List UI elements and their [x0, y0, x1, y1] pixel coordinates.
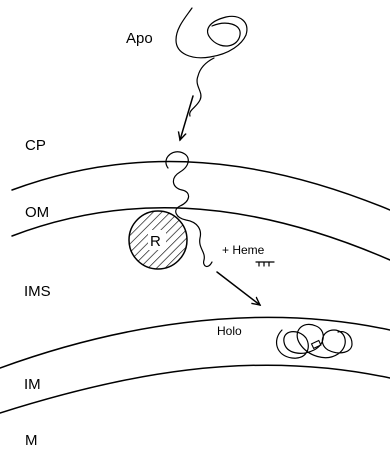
- label-holo: Holo: [217, 324, 242, 338]
- maturation-arrow: [217, 272, 260, 305]
- holo-protein-squiggle: [277, 324, 352, 358]
- receptor-label: R: [150, 233, 161, 250]
- label-m: M: [25, 432, 38, 449]
- label-im: IM: [24, 376, 41, 393]
- inner-membrane-bottom-line: [0, 365, 390, 413]
- heme-tick-icon: [256, 262, 274, 266]
- inner-membrane-top-line: [0, 317, 390, 368]
- label-apo: Apo: [126, 30, 153, 47]
- heme-group-icon: [312, 340, 321, 348]
- label-om: OM: [25, 204, 49, 221]
- label-cp: CP: [25, 137, 46, 154]
- label-ims: IMS: [24, 283, 51, 300]
- outer-membrane-top-line: [12, 161, 390, 210]
- heme-label: + Heme: [222, 243, 265, 257]
- import-arrow: [180, 96, 193, 140]
- apo-protein-squiggle: [176, 8, 247, 116]
